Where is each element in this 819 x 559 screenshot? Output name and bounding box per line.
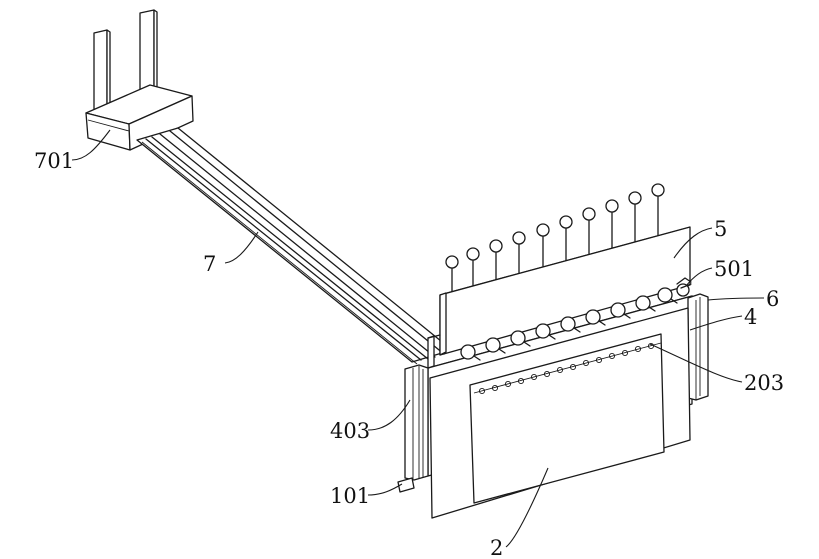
reference-labels: 701 7 5 501 6 4 203 403 101 2 bbox=[34, 149, 784, 559]
leader-lines bbox=[71, 129, 765, 548]
lower-pin-row bbox=[460, 287, 678, 361]
part-6-side-rail bbox=[687, 293, 709, 401]
label-2: 2 bbox=[490, 536, 503, 559]
part-2-housing bbox=[429, 307, 691, 519]
label-5: 5 bbox=[714, 217, 727, 241]
label-4: 4 bbox=[744, 305, 757, 329]
label-6: 6 bbox=[766, 287, 779, 311]
part-501-clip bbox=[676, 277, 692, 297]
part-203-hole-row bbox=[478, 342, 655, 395]
part-7-guide-rail bbox=[136, 127, 453, 365]
label-701: 701 bbox=[34, 149, 74, 173]
label-7: 7 bbox=[203, 252, 216, 276]
part-701-clamp-block bbox=[85, 9, 194, 151]
part-5-upper-plate bbox=[439, 183, 691, 356]
label-101: 101 bbox=[330, 484, 370, 508]
label-501: 501 bbox=[714, 257, 754, 281]
part-101-base-foot bbox=[397, 477, 415, 493]
label-403: 403 bbox=[330, 419, 370, 443]
part-403-left-rail bbox=[404, 364, 429, 481]
label-203: 203 bbox=[744, 371, 784, 395]
